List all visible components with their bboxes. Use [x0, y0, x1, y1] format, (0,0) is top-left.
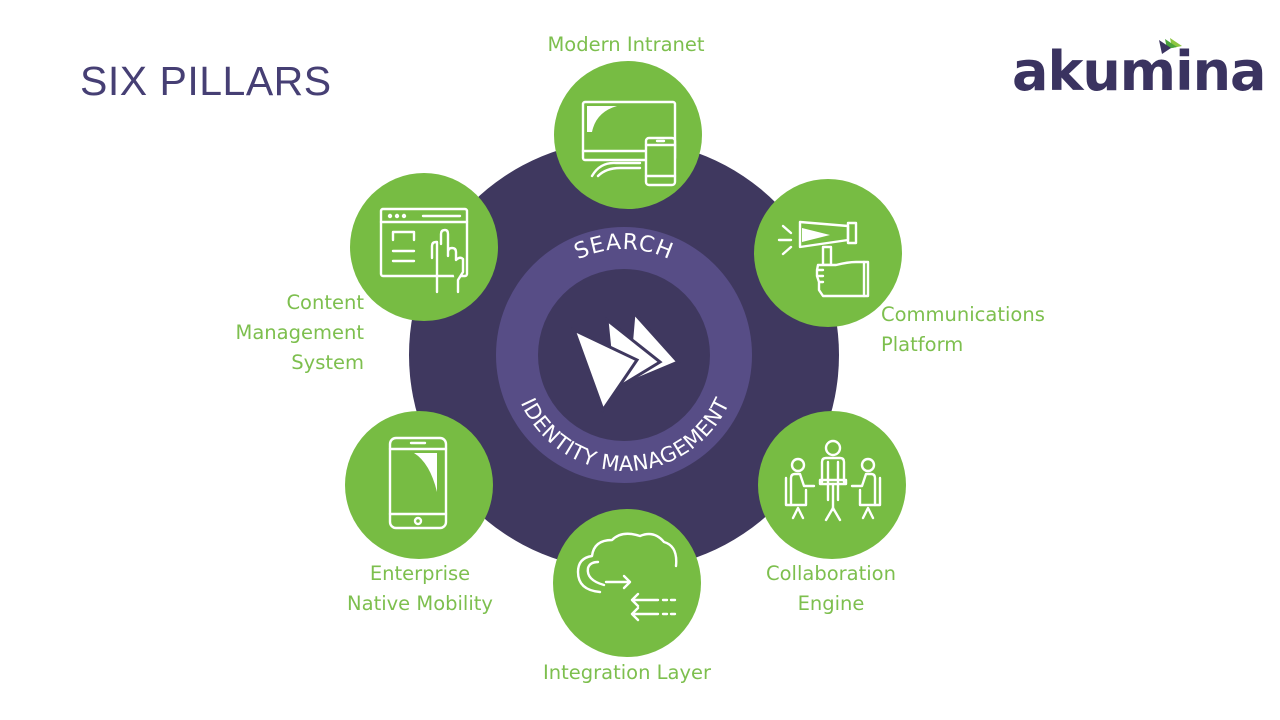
monitor-phone-icon	[581, 100, 677, 187]
pillar-label-modern-intranet: Modern Intranet	[526, 30, 726, 60]
pillar-circle-mobility[interactable]	[345, 411, 493, 559]
browser-pointer-icon	[379, 207, 469, 294]
label-line: Integration Layer	[542, 661, 712, 684]
label-line: Modern Intranet	[547, 33, 705, 56]
logo-arrows-icon	[1159, 38, 1182, 54]
label-line: Collaboration	[766, 562, 896, 585]
megaphone-icon	[777, 220, 870, 298]
pillar-label-collaboration: Collaboration Engine	[731, 559, 931, 619]
meeting-people-icon	[784, 439, 882, 522]
logo-wordmark: akumina	[1012, 40, 1266, 103]
pillar-circle-content-management[interactable]	[350, 173, 498, 321]
label-line: Communications	[881, 303, 1045, 326]
label-line: Platform	[881, 333, 964, 356]
cloud-sync-icon	[576, 532, 678, 622]
label-line: System	[291, 351, 364, 374]
akumina-logo: akumina	[1010, 36, 1266, 106]
label-line: Native Mobility	[347, 592, 493, 615]
label-line: Enterprise	[369, 562, 471, 585]
akumina-arrows-icon	[571, 309, 681, 414]
smartphone-icon	[388, 436, 448, 530]
pillar-circle-communications[interactable]	[754, 179, 902, 327]
slide-title: SIX PILLARS	[80, 58, 332, 104]
pillar-label-integration: Integration Layer	[517, 658, 737, 688]
pillar-label-content-management: Content Management System	[164, 288, 364, 378]
pillar-label-communications: Communications Platform	[881, 300, 1101, 360]
label-line: Content	[286, 291, 364, 314]
label-line: Engine	[797, 592, 865, 615]
label-line: Management	[235, 321, 364, 344]
pillar-label-mobility: Enterprise Native Mobility	[320, 559, 520, 619]
pillar-circle-modern-intranet[interactable]	[554, 61, 702, 209]
